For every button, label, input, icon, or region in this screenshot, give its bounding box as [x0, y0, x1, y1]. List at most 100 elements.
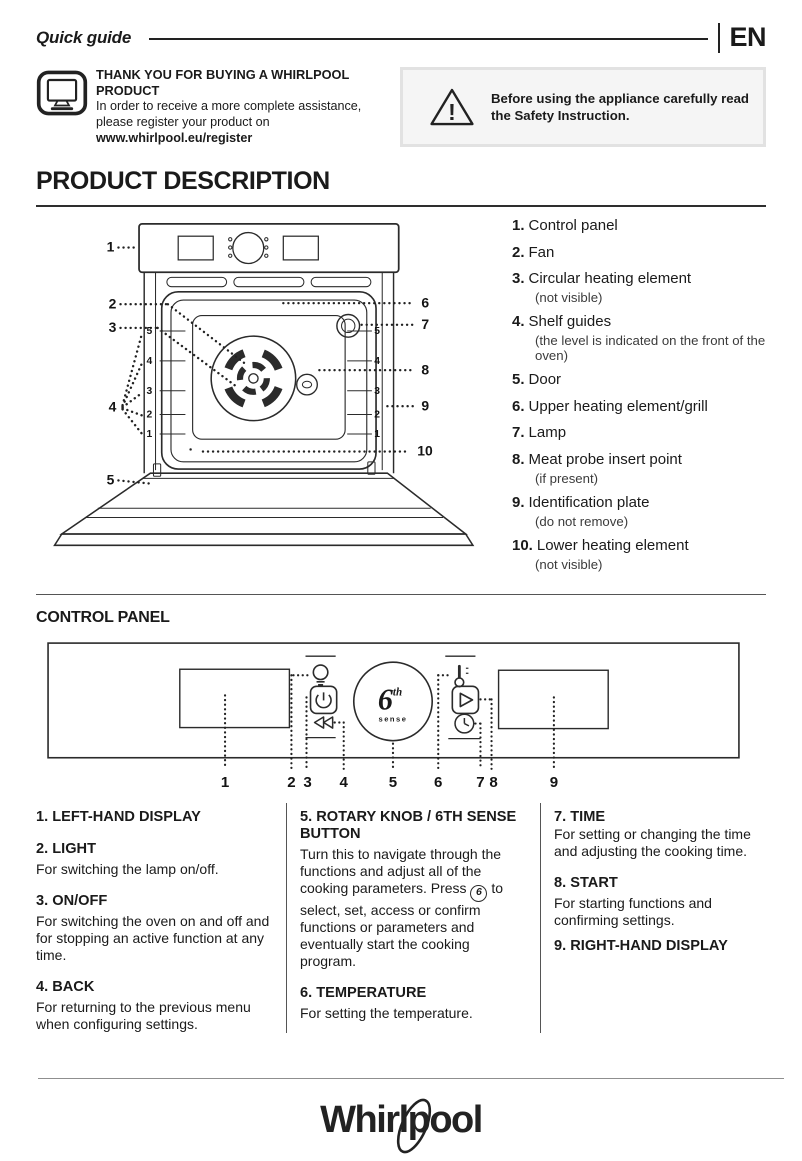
item-name: Lower heating element	[536, 536, 689, 554]
oven-diagram: 1 2 3 4 5 6 7 8 9 10 5 4 3 2 1	[36, 209, 510, 580]
shelf-right-3: 3	[374, 386, 380, 397]
callout-4: 4	[109, 398, 117, 414]
oven-body	[143, 272, 395, 473]
callout-2: 2	[109, 295, 117, 311]
register-text: THANK YOU FOR BUYING A WHIRLPOOL PRODUCT…	[96, 67, 388, 147]
meat-probe-icon	[296, 373, 318, 396]
logo-wordmark: Whirlpool	[320, 1099, 482, 1141]
sixth-sense-logo: 6th sense	[378, 682, 408, 723]
list-item: 5.Door	[512, 371, 766, 390]
item-number: 2.	[512, 243, 525, 261]
item-number: 1.	[512, 216, 525, 234]
control-panel-title: CONTROL PANEL	[36, 608, 170, 626]
item-name: Identification plate	[528, 493, 650, 511]
back-icon	[305, 715, 336, 738]
item-name: Lamp	[528, 424, 567, 442]
desc-body: For returning to the previous menu when …	[36, 999, 251, 1033]
warning-text: Before using the appliance carefully rea…	[491, 90, 749, 123]
desc-heading: 5. ROTARY KNOB / 6TH SENSE BUTTON	[300, 808, 517, 842]
page-content: Quick guide EN THANK YOU FOR BUYING A WH…	[0, 22, 802, 1034]
shelf-left-3: 3	[146, 386, 152, 397]
shelf-left-5: 5	[146, 326, 152, 337]
callout-leaders	[117, 246, 415, 485]
right-display	[497, 669, 609, 729]
descriptions-column-3: 7. TIME For setting or changing the time…	[540, 802, 766, 1034]
item-name: Upper heating element/grill	[528, 397, 708, 415]
cp-number-9: 9	[550, 773, 558, 790]
cp-number-8: 8	[489, 773, 497, 790]
language-code: EN	[729, 22, 766, 52]
cp-numbers: 1 2 3 4 5 6 7 8 9	[221, 773, 558, 790]
callout-7: 7	[421, 316, 429, 332]
item-note: (do not remove)	[535, 513, 629, 529]
start-icon	[451, 685, 480, 714]
svg-text:6th: 6th	[378, 682, 402, 716]
cp-leaders	[223, 673, 555, 770]
safety-warning-box: ! Before using the appliance carefully r…	[400, 67, 766, 147]
knob-sup: th	[393, 686, 402, 698]
item-note: (not visible)	[535, 290, 603, 306]
descriptions-column-1: 1. LEFT-HAND DISPLAY 2. LIGHT For switch…	[36, 803, 286, 1034]
temperature-icon	[445, 655, 476, 688]
callout-9: 9	[421, 397, 429, 413]
item-number: 3.	[512, 270, 525, 288]
oven-callout-numbers: 1 2 3 4 5 6 7 8 9 10	[107, 238, 433, 487]
desc-heading: 7. TIME	[554, 808, 606, 825]
shelf-right-5: 5	[374, 326, 380, 337]
control-descriptions: 1. LEFT-HAND DISPLAY 2. LIGHT For switch…	[36, 802, 766, 1034]
thanks-title: THANK YOU FOR BUYING A WHIRLPOOL PRODUCT	[96, 67, 350, 99]
cp-number-1: 1	[221, 773, 229, 790]
fan-icon	[210, 335, 297, 422]
knob-digit: 6	[378, 682, 394, 716]
warning-glyph: !	[448, 99, 456, 125]
item-name: Fan	[528, 243, 555, 261]
page-footer: Whirlpool	[0, 1078, 802, 1156]
lamp-icon	[336, 313, 361, 338]
warning-triangle-icon: !	[429, 86, 475, 128]
quick-guide-page: { "header": { "title": "Quick guide", "l…	[0, 22, 802, 1156]
knob-word: sense	[379, 714, 408, 723]
oven-control-panel	[138, 222, 400, 273]
shelf-level-numbers: 5 4 3 2 1 5 4 3 2 1	[146, 326, 380, 440]
time-icon	[448, 713, 481, 739]
footer-rule	[38, 1078, 784, 1079]
desc-body: For starting functions and confirming se…	[554, 894, 712, 928]
desc-body-text: to select, set, access or confirm functi…	[300, 879, 503, 969]
item-name: Meat probe insert point	[528, 451, 682, 469]
shelf-right-2: 2	[374, 409, 380, 420]
shelf-right-1: 1	[374, 429, 380, 440]
list-item: 2.Fan	[512, 244, 766, 263]
product-description-title: PRODUCT DESCRIPTION	[36, 167, 766, 207]
power-icon	[309, 685, 338, 714]
shelf-left-1: 1	[146, 429, 152, 440]
oven-door	[53, 461, 475, 546]
item-number: 6.	[512, 397, 525, 415]
descriptions-column-2: 5. ROTARY KNOB / 6TH SENSE BUTTON Turn t…	[286, 802, 540, 1034]
desc-heading: 6. TEMPERATURE	[300, 984, 427, 1001]
list-item: 10.Lower heating element (not visible)	[512, 537, 766, 572]
item-number: 5.	[512, 370, 525, 388]
shelf-guides	[159, 330, 372, 435]
desc-heading: 4. BACK	[36, 978, 95, 995]
shelf-left-2: 2	[146, 409, 152, 420]
section-divider	[36, 593, 766, 595]
cp-number-2: 2	[287, 773, 295, 790]
intro-row: THANK YOU FOR BUYING A WHIRLPOOL PRODUCT…	[36, 67, 766, 147]
item-number: 10.	[512, 536, 533, 554]
list-item: 9.Identification plate (do not remove)	[512, 494, 766, 529]
desc-heading: 9. RIGHT-HAND DISPLAY	[554, 937, 728, 954]
callout-3: 3	[109, 319, 117, 335]
cp-number-5: 5	[389, 773, 397, 790]
shelf-left-4: 4	[146, 356, 152, 367]
desc-body: For setting or changing the time and adj…	[554, 825, 751, 859]
item-name: Circular heating element	[528, 270, 692, 288]
desc-body: For setting the temperature.	[300, 1004, 473, 1021]
item-note: (not visible)	[535, 556, 603, 572]
sixth-sense-mini-icon: 6	[470, 884, 488, 902]
monitor-icon	[36, 70, 88, 147]
item-name: Door	[528, 370, 562, 388]
desc-heading: 8. START	[554, 874, 618, 891]
page-header: Quick guide EN	[36, 22, 766, 53]
register-url: www.whirlpool.eu/register	[96, 130, 253, 145]
desc-heading: 1. LEFT-HAND DISPLAY	[36, 808, 201, 825]
